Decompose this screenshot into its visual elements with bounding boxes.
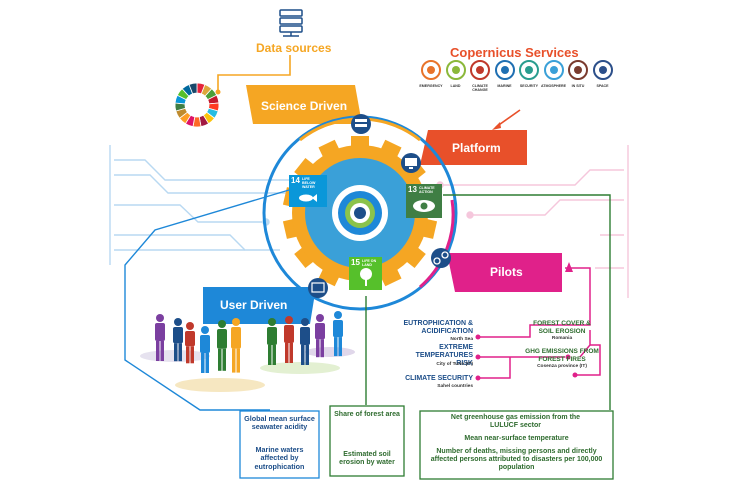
platform-label: Platform [452,141,501,155]
pilot-forest-cover-sub: Romania [551,336,573,341]
indicator-box-blue [239,410,320,479]
green-large-box-line3: Number of deaths, missing persons and di… [430,448,603,472]
service-climate-change-icon [470,60,490,80]
person-figure [200,326,210,373]
person-figure [284,316,294,363]
pilot-eutrophication-title: EUTROPHICATION & ACIDIFICATION [403,320,473,335]
service-label: IN SITU [571,84,585,88]
pilots-label: Pilots [490,265,523,279]
service-icon-glyph [476,66,484,74]
service-icon-glyph [574,66,582,74]
indicator-box-green-large [419,410,614,480]
pilot-climate-security-title: CLIMATE SECURITY [405,375,473,382]
service-space-icon [592,60,613,80]
fish-icon [299,194,317,202]
user-driven-tab [203,287,316,324]
service-in-situ-icon [568,60,588,80]
blue-box-line1: Global mean surface seawater acidity [244,414,315,432]
person-figure [185,322,195,364]
pilot-temperatures-title: EXTREME TEMPERATURES RISK [415,344,473,367]
person-figure [300,318,310,365]
copernicus-title: Copernicus Services [450,45,579,60]
pilot-ghg-title: GHG EMISSIONS FROM FOREST FIRES [525,348,599,363]
service-land-icon [445,60,466,80]
pilot-forest-cover-title: FOREST COVER & SOIL EROSION [533,320,591,335]
sdg15-label: LIFE ON LAND [362,259,377,267]
user-driven-label: User Driven [220,298,288,312]
green-small-box-line1: Share of forest area [334,411,400,418]
person-figure [267,318,277,365]
blue-connector-left [124,189,290,411]
sdg14-tile [289,175,327,207]
pilots-tab [447,253,562,292]
indicator-box-green-small [329,405,405,477]
science-driven-tab [246,85,362,124]
service-security-icon [519,60,539,80]
pilot-climate-security-sub: Sahel countries [437,384,473,389]
sdg14-number: 14 [291,176,300,185]
service-icon-glyph [525,66,533,74]
gear-tooth [294,243,318,269]
connector-data-sources [217,55,291,92]
service-icon-glyph [549,66,558,74]
green-small-box-line2: Estimated soil erosion by water [339,451,395,467]
service-label: SPACE [596,84,609,88]
pilot-eutrophication-sub: North Sea [450,337,473,342]
pilot-temperatures-sub: City of Turin (IT) [436,362,473,367]
data-sources-label: Data sources [256,41,332,55]
sdg-wheel-segment [188,82,198,95]
service-label: ATMOSPHERE [540,84,567,88]
person-figure [173,318,183,362]
person-figure [231,318,241,373]
service-icon-glyph [427,66,435,74]
green-connector-right [443,194,611,410]
person-figure [333,311,343,357]
service-marine-icon [494,60,515,80]
blue-box-line2: Marine waters affected by eutrophication [254,445,305,471]
service-label: SECURITY [519,84,539,88]
service-icon-glyph [598,66,607,74]
platform-tab [420,130,527,165]
person-figure [155,314,165,361]
person-figure [217,320,227,371]
service-atmosphere-icon [543,60,564,80]
service-label: CLIMATE CHANGE [472,84,488,92]
service-icon-glyph [500,66,509,74]
service-label: MARINE [497,84,512,88]
green-large-box-line1: Net greenhouse gas emission from the LUL… [450,414,581,430]
pilots-node-icon [431,248,451,268]
monitor-node-icon [401,153,421,173]
green-large-box-line2: Mean near-surface temperature [464,435,569,442]
sdg-wheel-icon [174,82,220,128]
person-figure [315,314,325,358]
gear-tooth [402,243,426,269]
sdg13-number: 13 [408,185,417,194]
sdg15-number: 15 [351,258,360,267]
science-driven-label: Science Driven [261,99,348,113]
eye-icon [413,200,435,212]
service-label: EMERGENCY [419,84,443,88]
service-label: LAND [450,84,461,88]
sdg14-label: LIFE BELOW WATER [302,177,316,189]
server-icon [279,9,303,37]
pilot-ghg-sub: Cosenza province (IT) [537,364,587,369]
sdg13-label: CLIMATE ACTION [419,186,435,194]
tree-icon [360,268,372,286]
service-icon-glyph [451,66,460,74]
pilot-connectors [475,267,601,381]
service-emergency-icon [421,60,441,80]
science-node-icon [351,114,371,134]
user-node-icon [308,278,328,298]
